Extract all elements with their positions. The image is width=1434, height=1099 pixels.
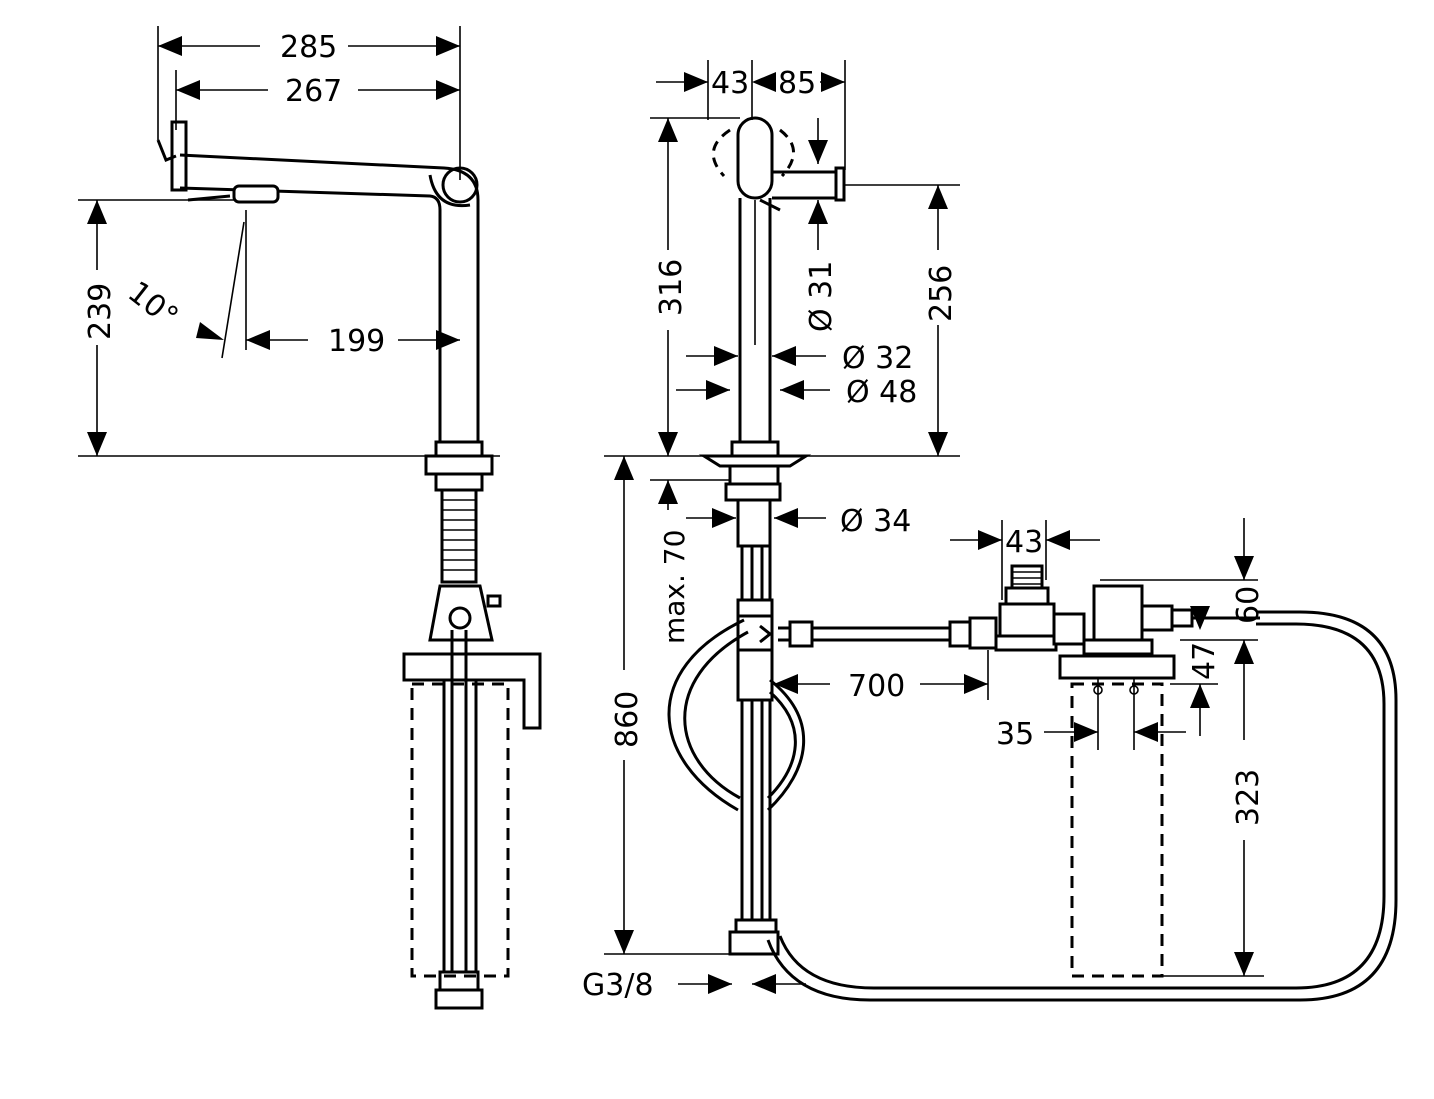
dimension-285: 285 xyxy=(158,30,460,65)
dimension-label: 199 xyxy=(328,324,385,359)
valve-assembly xyxy=(994,564,1260,700)
dimension-860: 860 xyxy=(604,456,732,955)
dimension-267: 267 xyxy=(176,74,460,109)
dimension-label: 10° xyxy=(121,275,184,335)
dimension-316: 316 xyxy=(654,118,689,456)
dimension-60: 60 xyxy=(1231,518,1266,664)
dimension-700: 700 xyxy=(774,650,989,704)
dimension-label: 43 xyxy=(711,66,749,101)
dimension-239: 239 xyxy=(83,200,118,456)
dimension-label: 85 xyxy=(778,66,816,101)
dimension-43-top: 43 xyxy=(656,66,749,101)
dimension-label: 43 xyxy=(1005,525,1043,560)
faucet-side-outline xyxy=(156,120,542,1010)
dimension-label: Ø 34 xyxy=(840,504,911,539)
dimension-199: 199 xyxy=(246,324,460,359)
return-hose xyxy=(766,610,1398,1002)
pump-box-outline xyxy=(1070,682,1164,978)
dimension-label: Ø 48 xyxy=(846,375,917,410)
dimension-label: 700 xyxy=(848,669,905,704)
dimension-35: 35 xyxy=(996,700,1186,752)
dimension-256: 256 xyxy=(924,185,959,456)
dimension-d32: Ø 32 xyxy=(686,341,913,376)
dimension-label: 316 xyxy=(654,259,689,316)
right-accessory-view: 43 700 xyxy=(766,518,1398,1002)
middle-front-view: 43 85 316 Ø 31 2 xyxy=(582,60,960,1003)
dimension-label: Ø 32 xyxy=(842,341,913,376)
dimension-label: 267 xyxy=(285,74,342,109)
dimension-d31: Ø 31 xyxy=(804,118,839,332)
dimension-label: G3/8 xyxy=(582,968,654,1003)
dimension-angle: 10° xyxy=(121,210,247,359)
dimension-label: 47 xyxy=(1187,642,1222,680)
dimension-label: max. 70 xyxy=(658,530,691,644)
dimension-label: 239 xyxy=(83,283,118,340)
dimension-d34: Ø 34 xyxy=(686,504,911,539)
dimension-g38: G3/8 xyxy=(582,968,806,1003)
dimension-d48: Ø 48 xyxy=(676,375,917,410)
dimension-label: 285 xyxy=(280,30,337,65)
dimension-323: 323 xyxy=(1160,640,1266,977)
dimension-43-right: 43 xyxy=(950,520,1100,600)
dimension-label: 323 xyxy=(1231,769,1266,826)
faucet-front-outline xyxy=(667,116,846,956)
dimension-label: 60 xyxy=(1231,586,1266,624)
dimension-label: Ø 31 xyxy=(804,261,839,332)
left-side-view: 285 267 239 10° xyxy=(78,26,542,1010)
dimension-max70: max. 70 xyxy=(658,480,691,644)
dimension-47: 47 xyxy=(1187,606,1222,736)
dimension-label: 35 xyxy=(996,717,1034,752)
dimension-label: 860 xyxy=(610,691,645,748)
dimension-label: 256 xyxy=(924,265,959,322)
dimension-85-top: 85 xyxy=(752,66,845,101)
